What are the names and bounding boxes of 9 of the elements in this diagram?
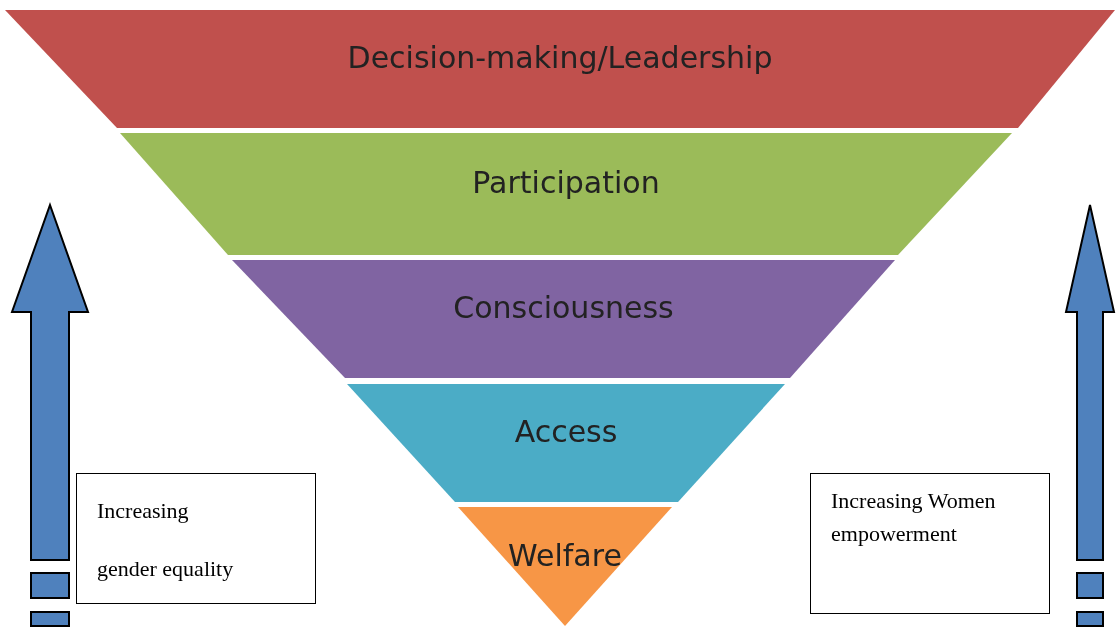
level-label: Access	[514, 413, 618, 449]
level-label: Participation	[472, 164, 660, 200]
level-label: Welfare	[508, 537, 622, 573]
text-box	[76, 473, 316, 604]
level-label: Decision-making/Leadership	[347, 39, 773, 75]
box-text: Increasing Women empowerment	[831, 487, 997, 548]
box-text: Increasing gender equality	[97, 497, 235, 583]
text-box	[810, 473, 1050, 614]
level-label: Consciousness	[453, 289, 674, 325]
